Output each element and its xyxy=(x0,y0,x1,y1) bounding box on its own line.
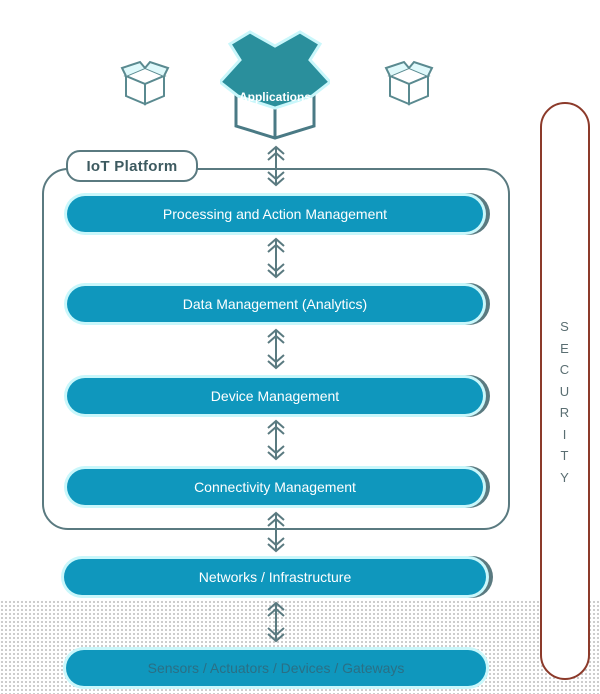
small-box-icon-right xyxy=(384,60,434,106)
security-letter: U xyxy=(559,383,571,399)
small-box-icon-left xyxy=(120,60,170,106)
iot-platform-label: IoT Platform xyxy=(66,150,198,182)
applications-box: Applications xyxy=(220,30,330,140)
double-arrow-icon xyxy=(267,419,285,461)
security-letter: I xyxy=(562,426,568,442)
security-letter: R xyxy=(559,405,571,420)
applications-label: Applications xyxy=(238,90,311,104)
layer-networks-infrastructure: Networks / Infrastructure xyxy=(64,559,486,595)
security-letter: S xyxy=(560,319,570,334)
double-arrow-icon xyxy=(267,328,285,370)
security-letter: Y xyxy=(560,469,570,485)
security-letter: T xyxy=(560,448,570,463)
double-arrow-icon xyxy=(267,511,285,553)
applications-box-icon xyxy=(220,30,330,140)
double-arrow-icon xyxy=(267,145,285,187)
double-arrow-icon xyxy=(267,601,285,643)
double-arrow-icon xyxy=(267,237,285,279)
security-letter: C xyxy=(559,362,571,377)
layer-device-management: Device Management xyxy=(67,378,483,414)
security-letter: E xyxy=(560,340,570,356)
layer-sensors-actuators: Sensors / Actuators / Devices / Gateways xyxy=(66,650,486,686)
layer-connectivity-management: Connectivity Management xyxy=(67,469,483,505)
layer-processing-action: Processing and Action Management xyxy=(67,196,483,232)
layer-data-management: Data Management (Analytics) xyxy=(67,286,483,322)
